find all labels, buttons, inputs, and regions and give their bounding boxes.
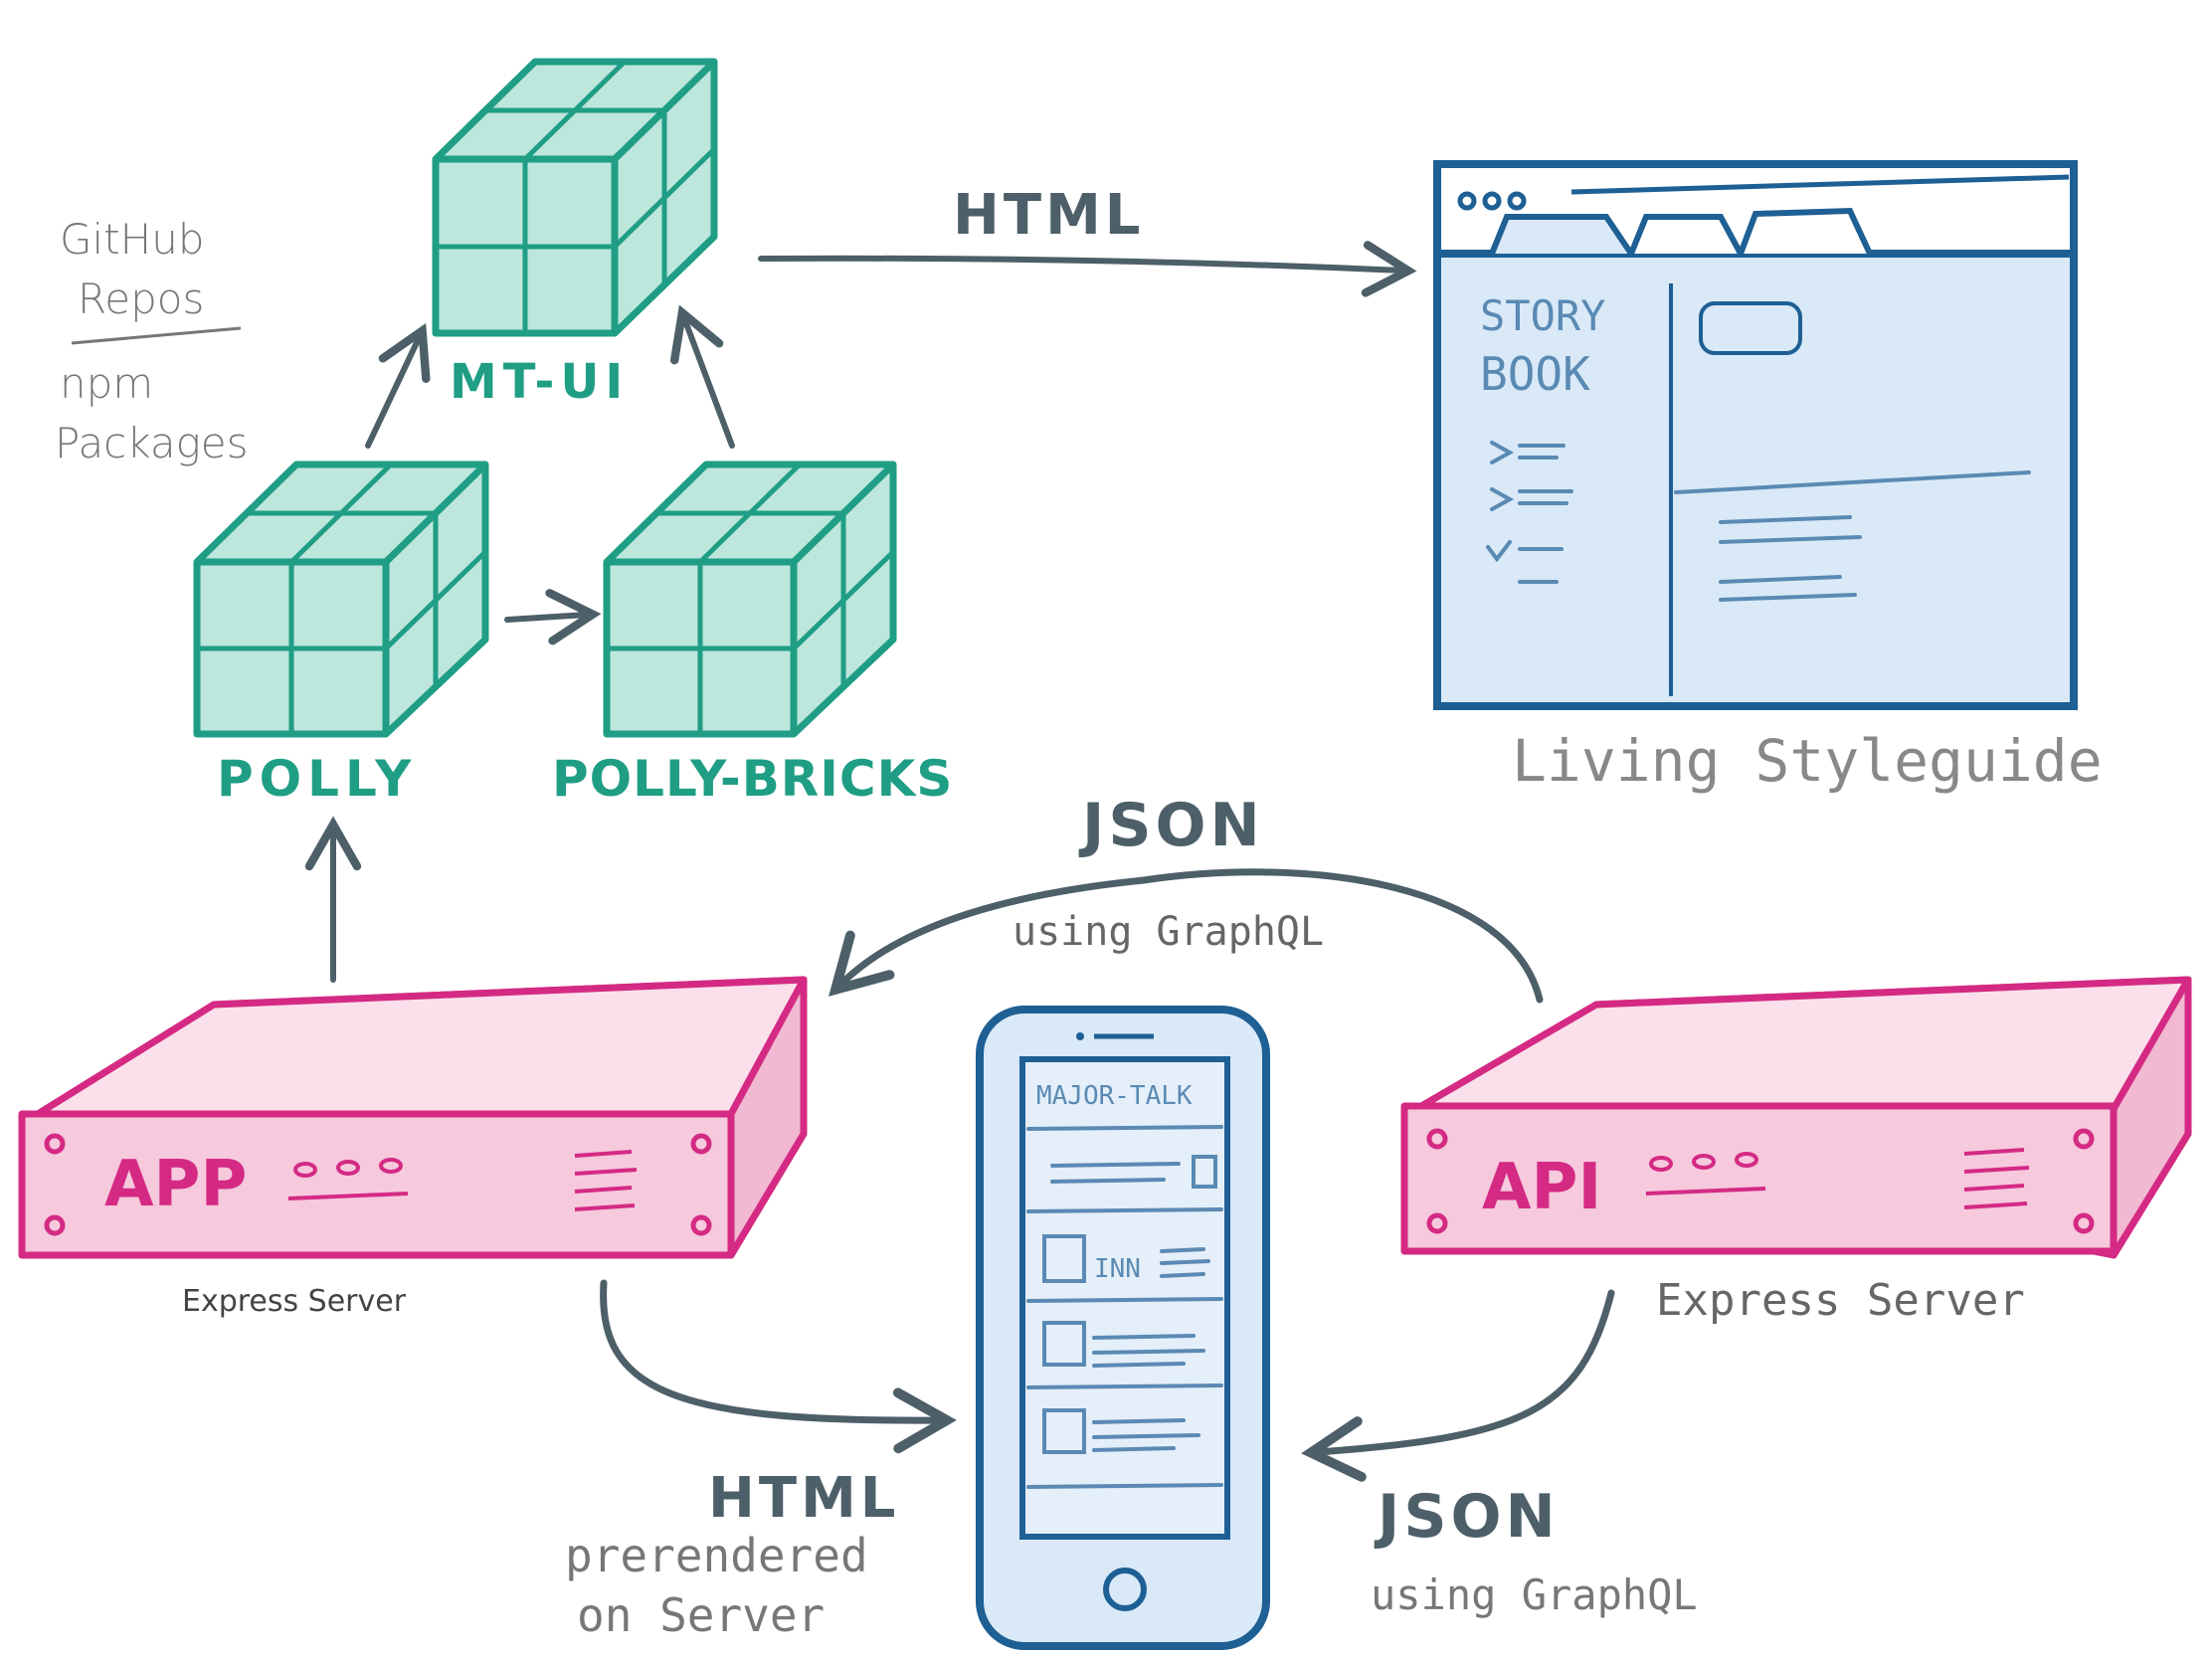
phone-app-header: MAJOR-TALK [1036,1081,1193,1111]
arrow-polly-to-mt-ui [365,322,431,449]
html-app-to-phone-sublabel2: on Server [577,1588,825,1642]
html-app-to-phone-label: HTML [708,1466,899,1531]
cube-polly-bricks [603,461,897,738]
api-server-vents [1963,1148,2030,1209]
phone-camera [1076,1032,1084,1040]
storybook-label-line1: STORY [1480,291,1605,340]
phone-row-text: INN [1094,1254,1141,1284]
html-app-to-phone-sublabel1: prerendered [565,1529,868,1582]
app-server-label: APP [104,1148,247,1221]
app-server-caption: Express Server [182,1284,407,1319]
arrow-api-to-phone-json [1301,1289,1615,1482]
flow-arrows [600,868,1615,1482]
polly-bricks-label: POLLY-BRICKS [552,750,953,808]
browser-tab-active [1489,214,1634,256]
cube-mt-ui [432,58,718,337]
mt-ui-label: MT-UI [450,354,629,410]
phone-home-button [1103,1567,1147,1611]
arrow-polly-bricks-to-mt-ui [669,304,735,449]
cube-polly [193,461,489,738]
html-to-styleguide-label: HTML [953,183,1144,248]
api-server-front-panel [1400,1102,2118,1255]
living-styleguide-caption: Living Styleguide [1512,727,2103,795]
window-control-dot [1482,191,1502,211]
arrow-mt-ui-to-styleguide [758,241,1417,297]
phone-list [1026,1125,1223,1489]
json-api-to-phone-label: JSON [1374,1482,1560,1552]
legend-repos-text: Repos [78,275,204,323]
window-control-dot [1457,191,1477,211]
api-server [1400,976,2192,1259]
legend-github-text: GitHub [60,215,205,264]
api-server-screws [1426,1128,2095,1234]
storybook-label-line2: BOOK [1480,347,1590,401]
browser-url-bar [1570,174,2070,195]
legend-npm-text: npm [60,359,153,408]
styleguide-browser-window: STORY BOOK [1433,160,2078,710]
window-control-dot [1507,191,1527,211]
arrow-app-to-phone-html [600,1279,957,1454]
arrow-polly-to-polly-bricks [504,589,602,645]
api-server-leds [1645,1152,1766,1196]
json-api-to-app-sublabel: using GraphQL [1013,909,1324,955]
browser-tab [1738,207,1873,256]
json-api-to-phone-sublabel: using GraphQL [1371,1570,1698,1619]
package-arrows [304,241,1417,983]
browser-tab [1628,214,1744,256]
polly-label: POLLY [217,750,417,808]
phone: MAJOR-TALK INN [976,1006,1270,1650]
arrow-api-to-app-json [829,868,1544,1004]
app-server-front-panel [18,1110,735,1259]
app-server-screws [44,1133,712,1236]
legend: GitHub Repos npm Packages [55,215,249,467]
legend-divider [71,326,242,345]
json-api-to-app-label: JSON [1078,791,1264,860]
app-server-vents [574,1150,638,1211]
legend-packages-text: Packages [55,419,249,467]
api-server-caption: Express Server [1656,1275,2025,1326]
app-server-leds [287,1158,409,1200]
api-server-label: API [1482,1151,1601,1224]
preview-component-box [1699,301,1802,355]
app-server [18,976,808,1259]
preview-content-lines [1674,470,2031,602]
sidebar-nav-items [1486,441,1573,584]
